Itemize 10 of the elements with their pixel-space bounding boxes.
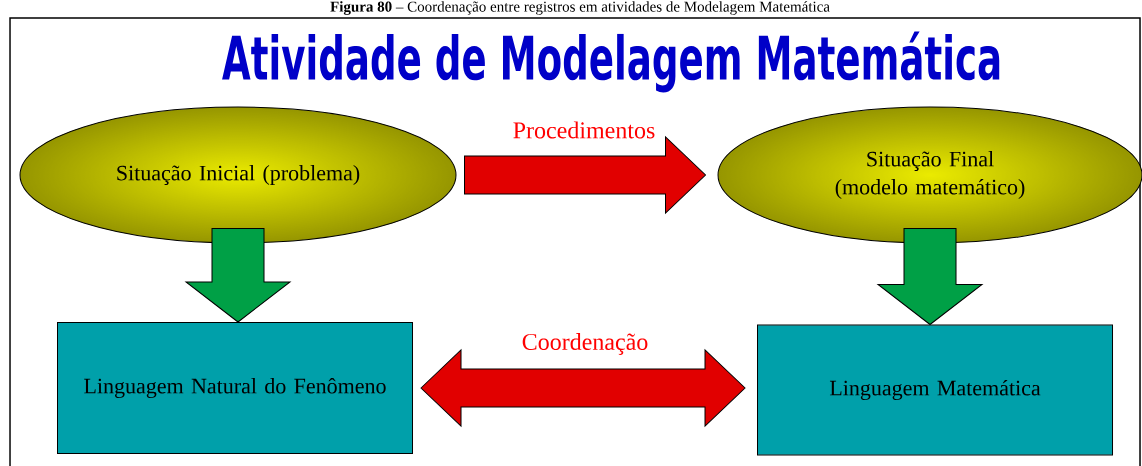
caption: Figura 80 – Coordenação entre registros em atividades de Modelagem Matemática xyxy=(330,1,830,15)
edge-label: Coordenação xyxy=(522,333,648,355)
block-arrow xyxy=(877,228,983,325)
edge-label: Procedimentos xyxy=(513,121,655,139)
block-arrow xyxy=(420,349,746,427)
block-arrow xyxy=(185,228,291,323)
process-box: Linguagem Matemática xyxy=(757,324,1113,456)
block-arrow xyxy=(464,136,706,214)
title: Atividade de Modelagem Matemática xyxy=(222,31,1000,93)
process-box: Linguagem Natural do Fenômeno xyxy=(57,322,413,454)
